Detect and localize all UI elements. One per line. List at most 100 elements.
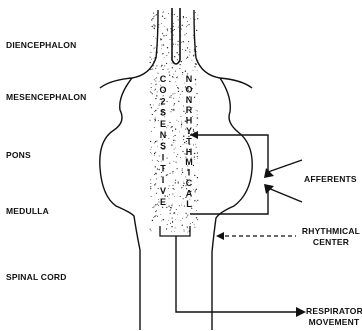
stipple-dot <box>193 145 194 146</box>
stipple-dot <box>158 205 159 206</box>
stipple-dot <box>174 56 175 57</box>
stipple-dot <box>187 57 188 58</box>
stipple-dot <box>159 105 160 106</box>
co2-sensitive-letter: E <box>160 197 166 207</box>
top-outer-left <box>156 10 158 58</box>
stipple-dot <box>152 93 153 94</box>
arrowhead-lower <box>264 184 274 194</box>
stipple-dot <box>173 136 174 137</box>
stipple-dot <box>178 19 179 20</box>
stipple-dot <box>172 109 173 110</box>
label-movement: MOVEMENT <box>306 317 362 327</box>
stipple-dot <box>172 130 173 131</box>
stipple-dot <box>167 30 168 31</box>
afferent-arrow-upper <box>268 160 302 172</box>
stipple-dot <box>178 183 179 184</box>
stipple-dot <box>154 216 155 217</box>
stipple-dot <box>155 15 156 16</box>
stipple-dot <box>178 54 179 55</box>
stipple-dot <box>182 91 183 92</box>
stipple-dot <box>197 117 198 118</box>
co2-sensitive-letter: T <box>160 164 166 174</box>
stipple-dot <box>167 224 168 225</box>
stipple-dot <box>155 173 156 174</box>
afferent-arrow-lower <box>268 188 302 202</box>
stipple-dot <box>180 146 181 147</box>
stipple-dot <box>185 71 186 72</box>
stipple-dot <box>150 91 151 92</box>
stipple-dot <box>193 130 194 131</box>
stipple-dot <box>155 78 156 79</box>
stipple-dot <box>186 213 187 214</box>
stipple-dot <box>175 227 176 228</box>
non-rhythmical-letter: Y <box>186 126 192 136</box>
co2-sensitive-column: CO2SENSITIVE <box>159 74 166 207</box>
stipple-dot <box>169 210 170 211</box>
stipple-dot <box>196 46 197 47</box>
co2-sensitive-letter: C <box>160 74 167 84</box>
stipple-dot <box>181 187 182 188</box>
stipple-dot <box>172 173 173 174</box>
stipple-dot <box>168 69 169 70</box>
stipple-dot <box>158 24 159 25</box>
stipple-dot <box>195 63 196 64</box>
stipple-dot <box>187 227 188 228</box>
stipple-dot <box>169 198 170 199</box>
stipple-dot <box>175 71 176 72</box>
stipple-dot <box>194 159 195 160</box>
stipple-dot <box>154 27 155 28</box>
stipple-dot <box>149 120 150 121</box>
stipple-dot <box>182 74 183 75</box>
stipple-dot <box>160 39 161 40</box>
brainstem-right-outline <box>196 58 252 330</box>
stipple-dot <box>161 221 162 222</box>
stipple-dot <box>155 110 156 111</box>
stipple-dot <box>164 18 165 19</box>
stipple-dot <box>153 16 154 17</box>
stipple-dot <box>176 156 177 157</box>
stipple-dot <box>185 50 186 51</box>
stipple-dot <box>150 188 151 189</box>
stipple-dot <box>152 114 153 115</box>
stipple-dot <box>151 196 152 197</box>
stipple-dot <box>189 55 190 56</box>
stipple-dot <box>180 196 181 197</box>
non-rhythmical-letter: O <box>185 84 192 94</box>
stipple-dot <box>169 96 170 97</box>
stipple-dot <box>150 62 151 63</box>
stipple-dot <box>153 207 154 208</box>
stipple-dot <box>150 187 151 188</box>
stipple-dot <box>187 216 188 217</box>
stipple-dot <box>172 63 173 64</box>
stipple-dot <box>187 232 188 233</box>
stipple-dot <box>172 222 173 223</box>
stipple-dot <box>169 163 170 164</box>
stipple-dot <box>154 127 155 128</box>
stipple-dot <box>197 152 198 153</box>
stipple-dot <box>187 47 188 48</box>
stipple-dot <box>156 65 157 66</box>
stipple-dot <box>194 66 195 67</box>
stipple-dot <box>197 124 198 125</box>
stipple-dot <box>170 39 171 40</box>
stipple-dot <box>180 94 181 95</box>
stipple-dot <box>180 116 181 117</box>
stipple-dot <box>186 26 187 27</box>
stipple-dot <box>168 220 169 221</box>
stipple-dot <box>179 97 180 98</box>
stipple-dot <box>153 24 154 25</box>
stipple-dot <box>183 144 184 145</box>
stipple-dot <box>173 188 174 189</box>
stipple-dot <box>196 189 197 190</box>
stipple-dot <box>153 105 154 106</box>
stipple-dot <box>173 44 174 45</box>
stipple-dot <box>178 101 179 102</box>
stipple-dot <box>173 26 174 27</box>
label-diencephalon: DIENCEPHALON <box>6 40 76 50</box>
stipple-dot <box>184 206 185 207</box>
stipple-dot <box>173 14 174 15</box>
co2-sensitive-letter: O <box>159 85 166 95</box>
stipple-dot <box>163 44 164 45</box>
stipple-dot <box>153 61 154 62</box>
